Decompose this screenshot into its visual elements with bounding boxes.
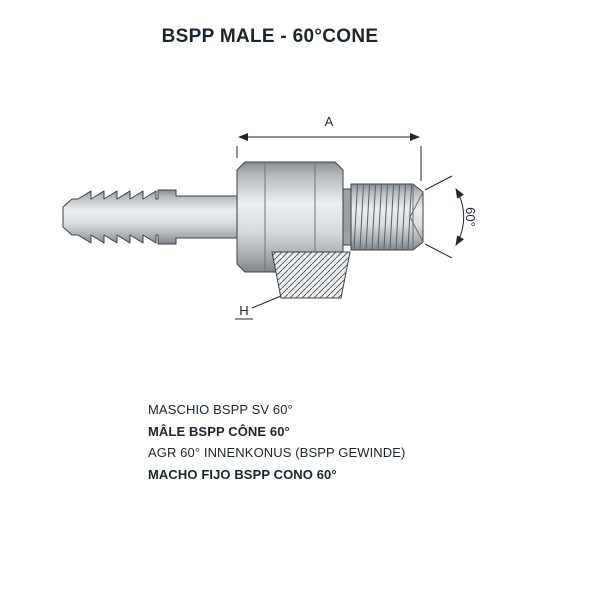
section-hatch bbox=[271, 251, 351, 299]
dim-angle-ext-top bbox=[424, 175, 453, 191]
hex-nut bbox=[236, 161, 344, 273]
section-cut bbox=[271, 251, 351, 299]
dim-angle-arc bbox=[455, 188, 465, 246]
dimension-angle-label: 60° bbox=[463, 207, 478, 227]
dimension-h: H bbox=[235, 295, 282, 320]
description-line-french: MÂLE BSPP CÔNE 60° bbox=[148, 423, 290, 439]
thread-lines bbox=[352, 185, 412, 249]
hose-tail bbox=[62, 189, 239, 245]
dimension-a-label: A bbox=[325, 114, 334, 129]
dimension-angle: 60° bbox=[424, 175, 478, 259]
male-thread bbox=[350, 183, 424, 251]
cone-seat bbox=[409, 191, 424, 243]
description-block: MASCHIO BSPP SV 60° MÂLE BSPP CÔNE 60° A… bbox=[148, 399, 405, 485]
dim-angle-ext-bottom bbox=[424, 243, 453, 259]
dimension-h-label: H bbox=[239, 303, 248, 318]
dim-h-leader bbox=[251, 295, 282, 309]
description-line-spanish: MACHO FIJO BSPP CONO 60° bbox=[148, 466, 337, 482]
dimension-a: A bbox=[236, 114, 422, 181]
thread-groove bbox=[342, 188, 352, 246]
description-line-german: AGR 60° INNENKONUS (BSPP GEWINDE) bbox=[148, 445, 406, 460]
page-title: BSPP MALE - 60°CONE bbox=[161, 26, 379, 47]
description-line-italian: MASCHIO BSPP SV 60° bbox=[148, 402, 293, 417]
hose-tail-outline bbox=[62, 189, 239, 245]
